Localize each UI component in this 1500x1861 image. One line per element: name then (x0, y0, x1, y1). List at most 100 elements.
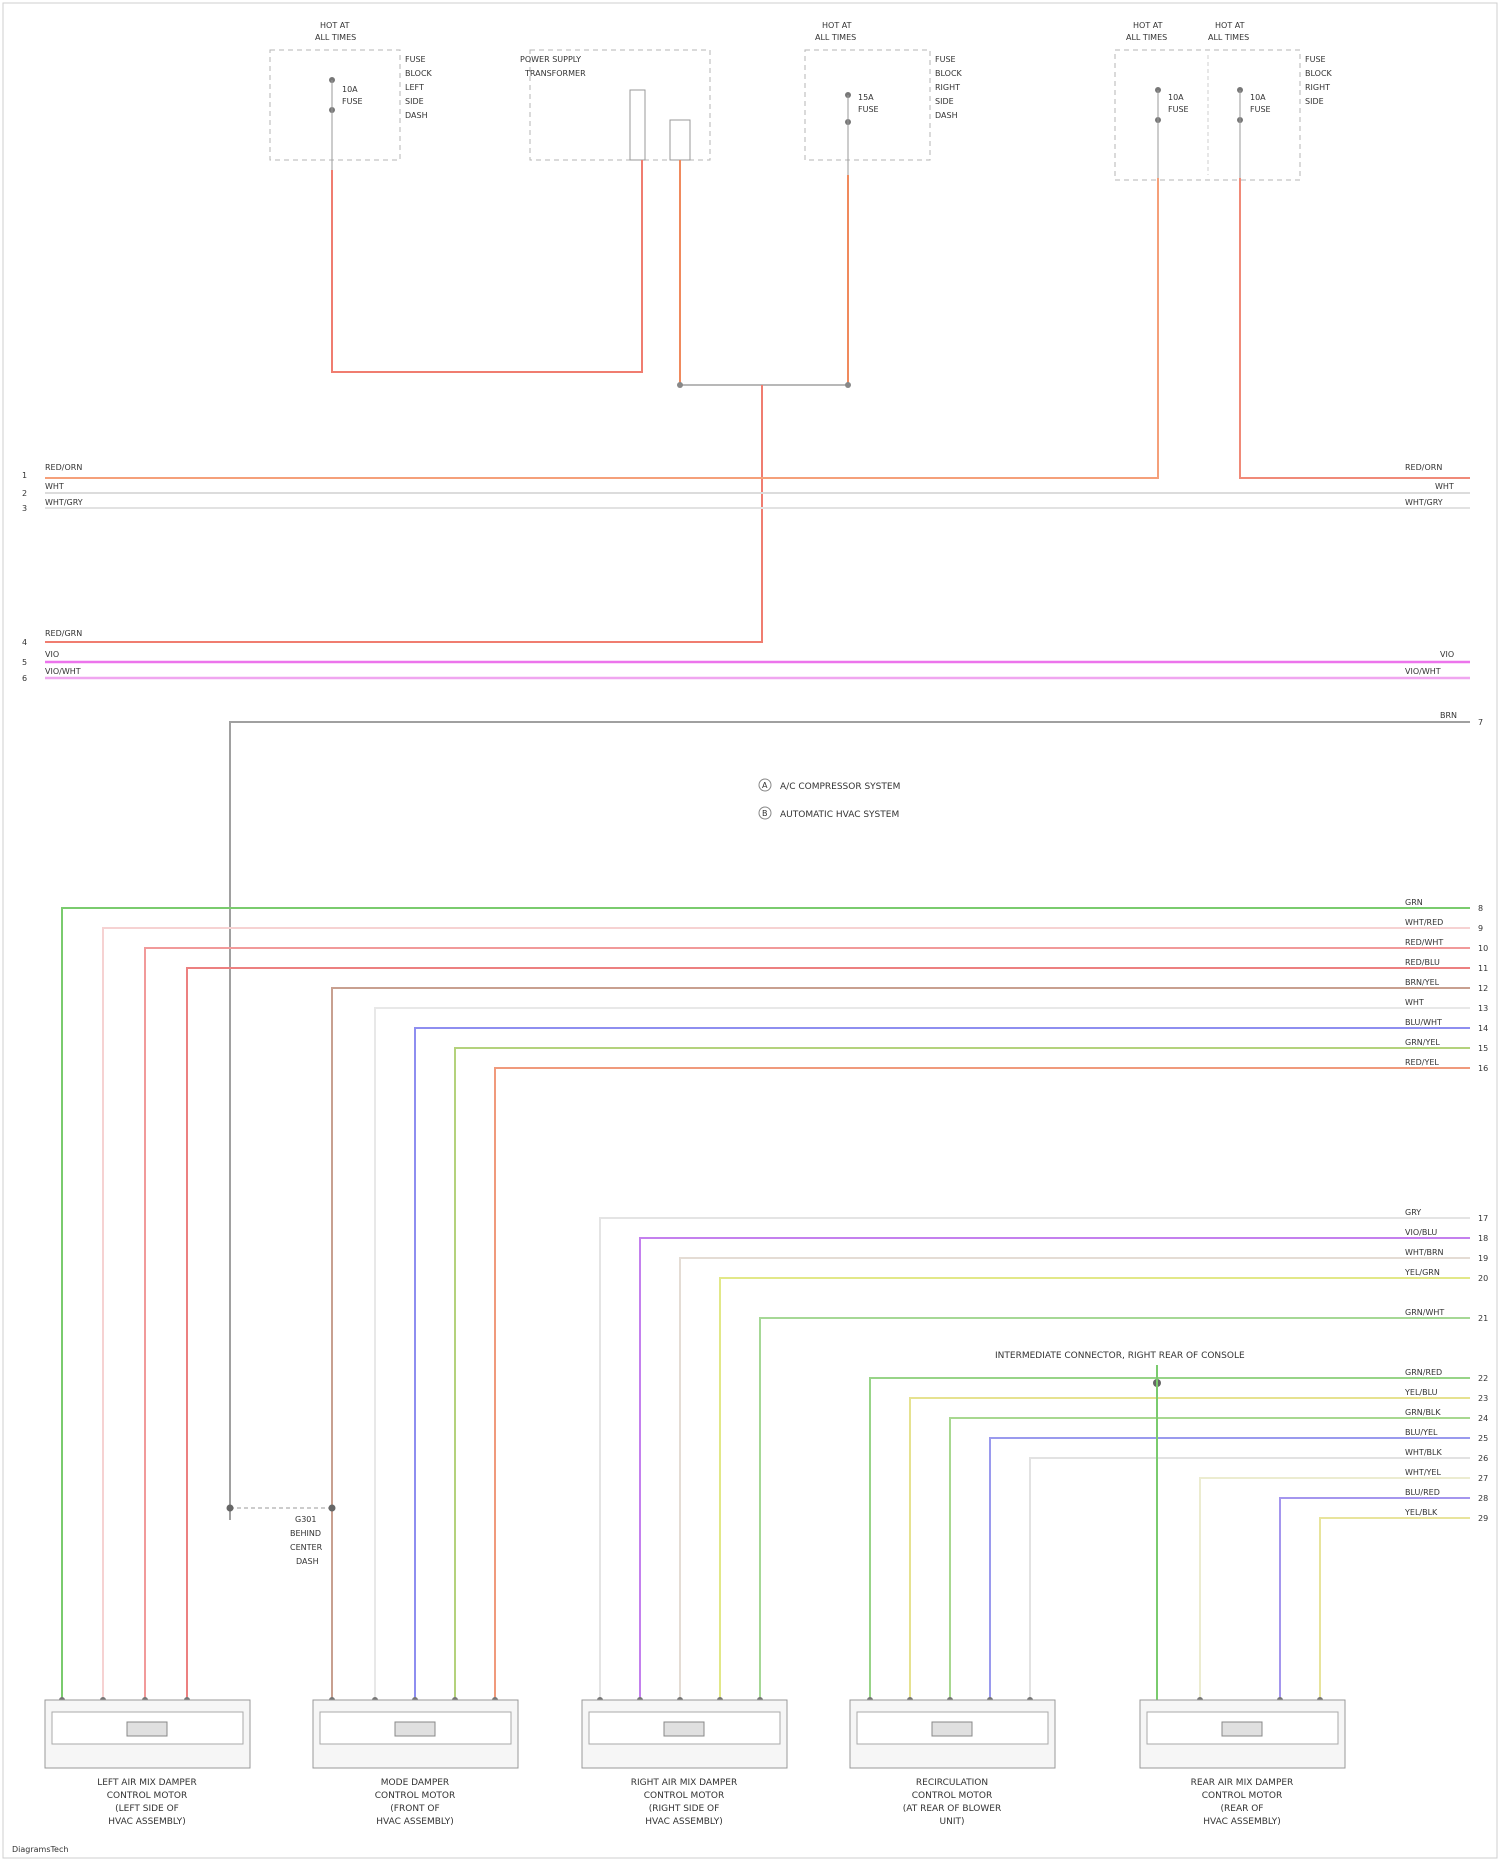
wire-label: VIO/BLU (1405, 1228, 1437, 1237)
bus-pin-4: 4 (22, 638, 27, 647)
fuse-box-1-inner-2: FUSE (342, 97, 363, 106)
junction-label: INTERMEDIATE CONNECTOR, RIGHT REAR OF CO… (995, 1351, 1245, 1361)
wire-label: GRY (1405, 1208, 1421, 1217)
bus-right-label-2: WHT (1435, 482, 1454, 491)
wire-label: BLU/YEL (1405, 1428, 1438, 1437)
bus-pin-7: 7 (1478, 718, 1483, 727)
wire-label: RED/BLU (1405, 958, 1440, 967)
bus-left-label-6: VIO/WHT (45, 667, 81, 676)
wire-pin: 28 (1478, 1494, 1488, 1503)
ground-label-1: G301 (295, 1515, 316, 1524)
fuse-box-1-side-4: SIDE (405, 97, 424, 106)
actuator-1-caption-1: LEFT AIR MIX DAMPER (97, 1778, 197, 1788)
legend-marker-b: B (762, 809, 768, 818)
fuse-box-3-inner-2: FUSE (1168, 105, 1189, 114)
wire-label: YEL/BLU (1404, 1388, 1438, 1397)
bus-right-label-1: RED/ORN (1405, 463, 1442, 472)
actuator-4-caption-1: RECIRCULATION (916, 1778, 988, 1788)
actuator-2-caption-3: (FRONT OF (390, 1804, 439, 1814)
legend-marker-a: A (762, 781, 768, 790)
actuator-1-caption-2: CONTROL MOTOR (107, 1791, 188, 1801)
actuator-3-caption-1: RIGHT AIR MIX DAMPER (631, 1778, 737, 1788)
fuse-box-2-side-4: SIDE (935, 97, 954, 106)
actuator-4-caption-4: UNIT) (940, 1817, 965, 1827)
fuse-box-2-inner-1: 15A (858, 93, 874, 102)
wire-pin: 15 (1478, 1044, 1488, 1053)
wire-pin: 16 (1478, 1064, 1488, 1073)
wire-pin: 23 (1478, 1394, 1488, 1403)
bus-right-label-5: VIO (1440, 650, 1454, 659)
actuator-5-caption-4: HVAC ASSEMBLY) (1203, 1817, 1281, 1827)
wire-pin: 22 (1478, 1374, 1488, 1383)
fuse-box-3-side-3: RIGHT (1305, 83, 1330, 92)
actuator-4-caption-3: (AT REAR OF BLOWER (903, 1804, 1001, 1814)
power-supply-label-2: TRANSFORMER (524, 69, 586, 78)
wire-pin: 18 (1478, 1234, 1488, 1243)
wire-pin: 21 (1478, 1314, 1488, 1323)
ground-label-3: CENTER (290, 1543, 323, 1552)
bus-pin-3: 3 (22, 504, 27, 513)
fuse-box-3-side-4: SIDE (1305, 97, 1324, 106)
actuator-3-caption-2: CONTROL MOTOR (644, 1791, 725, 1801)
fuse-box-2-inner-2: FUSE (858, 105, 879, 114)
bus-right-label-7: BRN (1440, 711, 1457, 720)
wire-pin: 13 (1478, 1004, 1488, 1013)
fuse-box-1-side-2: BLOCK (405, 69, 433, 78)
ground-label-2: BEHIND (290, 1529, 321, 1538)
ground-label-4: DASH (296, 1557, 319, 1566)
wire-label: GRN/RED (1405, 1368, 1442, 1377)
wire-pin: 27 (1478, 1474, 1488, 1483)
actuator-1-caption-4: HVAC ASSEMBLY) (108, 1817, 186, 1827)
legend-text-b: AUTOMATIC HVAC SYSTEM (780, 810, 899, 820)
fuse-box-4-header-1: HOT AT (1215, 21, 1245, 30)
wire-label: BRN/YEL (1405, 978, 1440, 987)
fuse-box-1-side-1: FUSE (405, 55, 426, 64)
actuator-4-caption-2: CONTROL MOTOR (912, 1791, 993, 1801)
fuse-box-2-side-1: FUSE (935, 55, 956, 64)
bus-pin-6: 6 (22, 674, 27, 683)
legend-text-a: A/C COMPRESSOR SYSTEM (780, 782, 900, 792)
actuator-2-caption-1: MODE DAMPER (381, 1778, 449, 1788)
wire-pin: 10 (1478, 944, 1488, 953)
actuator-2-caption-2: CONTROL MOTOR (375, 1791, 456, 1801)
fuse-box-3-inner-1: 10A (1168, 93, 1184, 102)
wire-label: WHT/BLK (1405, 1448, 1442, 1457)
fuse-box-4-inner-1: 10A (1250, 93, 1266, 102)
actuator-1-caption-3: (LEFT SIDE OF (115, 1804, 179, 1814)
wire-pin: 26 (1478, 1454, 1488, 1463)
wire-label: BLU/RED (1405, 1488, 1440, 1497)
fuse-box-1-header-1: HOT AT (320, 21, 350, 30)
wire-label: YEL/GRN (1404, 1268, 1440, 1277)
wire-label: WHT/YEL (1405, 1468, 1441, 1477)
wire-label: GRN (1405, 898, 1423, 907)
wire-pin: 19 (1478, 1254, 1488, 1263)
wire-label: RED/WHT (1405, 938, 1443, 947)
fuse-box-2-side-3: RIGHT (935, 83, 960, 92)
wire-pin: 24 (1478, 1414, 1488, 1423)
wire-label: GRN/YEL (1405, 1038, 1440, 1047)
wire-label: YEL/BLK (1404, 1508, 1438, 1517)
bus-right-label-3: WHT/GRY (1405, 498, 1443, 507)
fuse-box-2-side-2: BLOCK (935, 69, 963, 78)
bus-left-label-4: RED/GRN (45, 629, 82, 638)
bus-left-label-3: WHT/GRY (45, 498, 83, 507)
wire-label: GRN/WHT (1405, 1308, 1444, 1317)
fuse-box-2-header-2: ALL TIMES (815, 33, 856, 42)
fuse-box-1-side-3: LEFT (405, 83, 424, 92)
wire-pin: 9 (1478, 924, 1483, 933)
wire-label: WHT (1405, 998, 1424, 1007)
fuse-box-1-inner-1: 10A (342, 85, 358, 94)
fuse-box-4-inner-2: FUSE (1250, 105, 1271, 114)
actuator-2-caption-4: HVAC ASSEMBLY) (376, 1817, 454, 1827)
wire-pin: 20 (1478, 1274, 1488, 1283)
actuator-5-caption-3: (REAR OF (1221, 1804, 1264, 1814)
fuse-box-3-header-2: ALL TIMES (1126, 33, 1167, 42)
fuse-box-1-header-2: ALL TIMES (315, 33, 356, 42)
bus-left-label-2: WHT (45, 482, 64, 491)
actuator-3-caption-4: HVAC ASSEMBLY) (645, 1817, 723, 1827)
wire-pin: 29 (1478, 1514, 1488, 1523)
bus-pin-1: 1 (22, 471, 27, 480)
wire-pin: 25 (1478, 1434, 1488, 1443)
wire-pin: 17 (1478, 1214, 1488, 1223)
fuse-box-3-side-1: FUSE (1305, 55, 1326, 64)
